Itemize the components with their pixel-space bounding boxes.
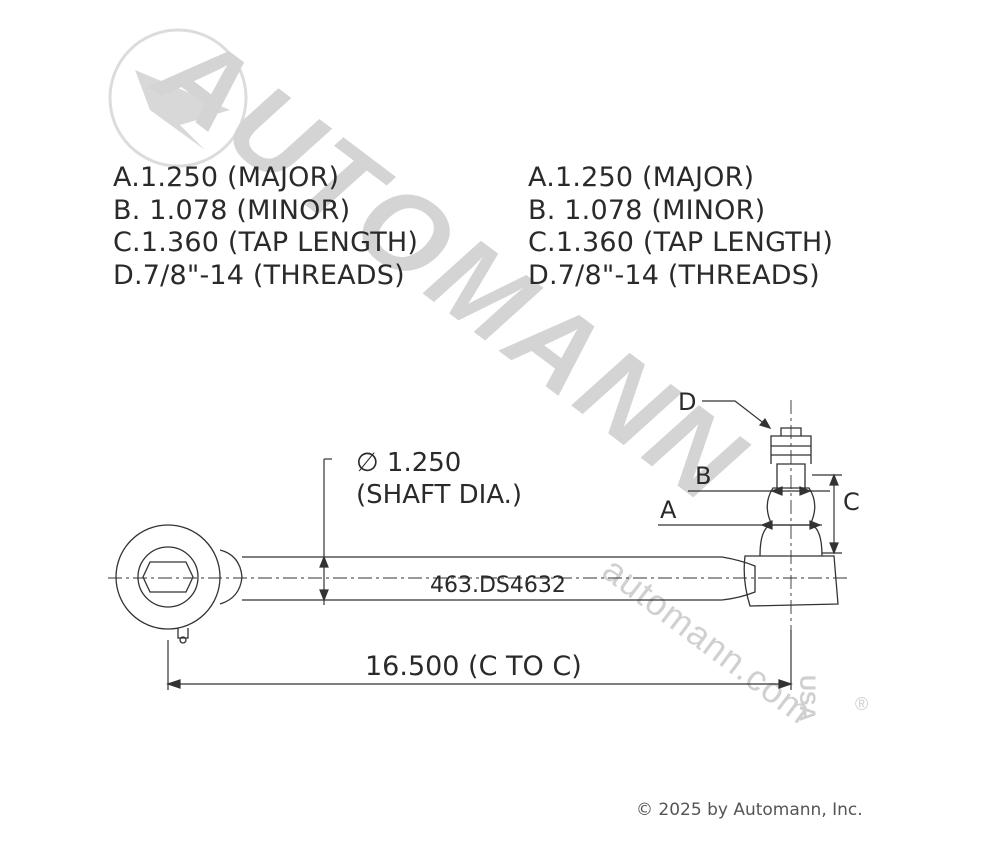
spec-left-threads: D.7/8"-14 (THREADS)	[113, 259, 405, 291]
dim-shaft-arrow-bottom	[319, 589, 329, 602]
callout-a-label: A	[660, 496, 677, 524]
dim-a-arrow-left	[760, 520, 773, 530]
drag-link-part	[108, 400, 850, 644]
shaft-dia-label: (SHAFT DIA.)	[356, 480, 522, 510]
dim-ctc-arrow-left	[166, 679, 181, 689]
spec-left-major: A.1.250 (MAJOR)	[113, 162, 340, 193]
left-eye-inner	[137, 546, 199, 608]
watermark-registered-mark: ®	[855, 694, 868, 714]
spec-left-tap-length: C.1.360 (TAP LENGTH)	[113, 227, 419, 258]
leader-d	[702, 400, 771, 429]
dim-c-arrow-bottom	[829, 542, 839, 555]
callout-labels: D B A C ∅ 1.250 (SHAFT DIA.) 463.DS4632 …	[356, 388, 860, 682]
spec-right-minor: B. 1.078 (MINOR)	[528, 194, 766, 226]
spec-left-minor: B. 1.078 (MINOR)	[113, 194, 351, 226]
dim-a-arrow-right	[809, 520, 822, 530]
callout-c-label: C	[843, 488, 860, 516]
left-eye-boss	[219, 549, 243, 605]
watermark-logo-ring	[108, 28, 248, 168]
dim-b-arrow-left	[770, 486, 783, 496]
specs-left: A.1.250 (MAJOR) B. 1.078 (MINOR) C.1.360…	[113, 162, 418, 292]
callout-d-label: D	[678, 388, 696, 416]
callout-b-label: B	[695, 462, 711, 490]
dim-b-arrow-right	[799, 486, 812, 496]
copyright-notice: © 2025 by Automann, Inc.	[636, 800, 863, 820]
watermark: AUTOMANN USA ® automann.com	[108, 6, 868, 732]
shaft-taper	[721, 556, 756, 601]
watermark-site-text: automann.com	[595, 549, 819, 732]
grease-fitting-cap	[179, 636, 187, 644]
left-eye-outer	[115, 524, 221, 630]
center-to-center-length: 16.500 (C TO C)	[365, 651, 582, 682]
dim-ctc-arrow-right	[778, 679, 793, 689]
watermark-usa-text: USA	[795, 675, 820, 722]
spec-right-threads: D.7/8"-14 (THREADS)	[528, 259, 820, 291]
dim-shaft-arrow-top	[319, 555, 329, 568]
watermark-logo-mark	[135, 70, 230, 150]
leader-d-arrow	[758, 417, 772, 429]
shaft-dia-value: ∅ 1.250	[356, 448, 461, 478]
left-eye-nut	[142, 561, 194, 593]
specs-right: A.1.250 (MAJOR) B. 1.078 (MINOR) C.1.360…	[528, 162, 833, 292]
grease-fitting	[177, 628, 189, 639]
spec-right-tap-length: C.1.360 (TAP LENGTH)	[528, 227, 834, 258]
part-number: 463.DS4632	[430, 573, 566, 598]
spec-right-major: A.1.250 (MAJOR)	[528, 162, 755, 193]
right-socket-housing	[743, 555, 839, 607]
dim-c-arrow-top	[829, 473, 839, 486]
dimensions	[166, 400, 842, 690]
